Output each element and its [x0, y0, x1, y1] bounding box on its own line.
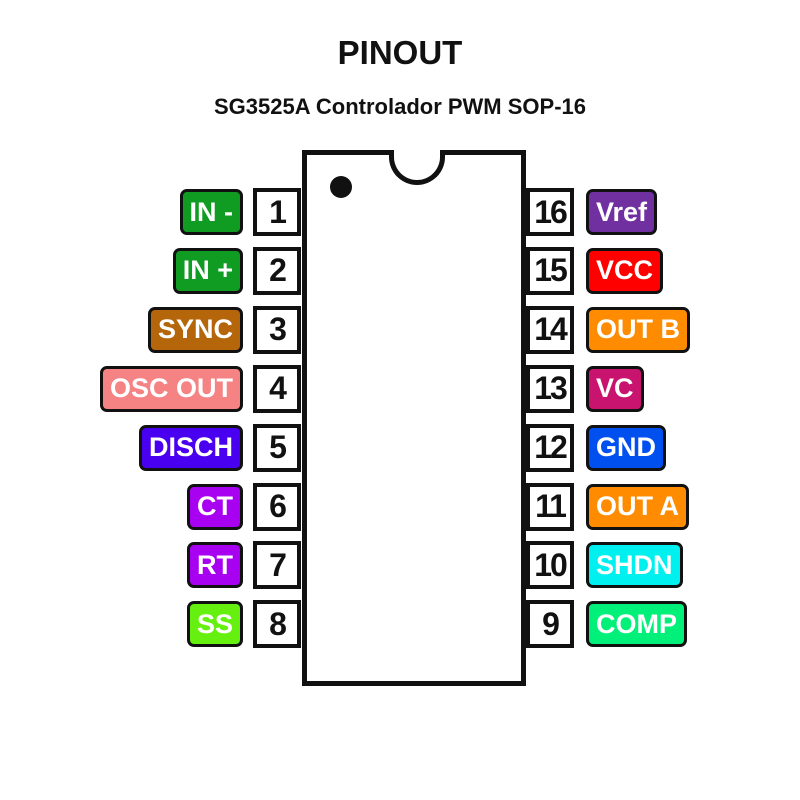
pin-label-5: DISCH: [138, 424, 243, 471]
pin-label-14: OUT B: [586, 306, 690, 353]
pin-number-9: 9: [526, 600, 574, 649]
pin-number-4: 4: [253, 364, 301, 413]
page-title: PINOUT: [337, 34, 463, 71]
pin-number-3: 3: [253, 305, 301, 354]
pin-number-12: 12: [526, 423, 574, 472]
pin-label-2: IN +: [172, 247, 243, 294]
pin-label-11: OUT A: [586, 483, 689, 530]
pin-label-15: VCC: [586, 247, 664, 294]
pin-label-9: COMP: [586, 601, 687, 648]
pin-label-4: OSC OUT: [99, 365, 243, 412]
pin-label-10: SHDN: [586, 542, 683, 589]
pin-label-6: CT: [187, 483, 243, 530]
pin-label-1: IN -: [179, 189, 243, 235]
pin-label-16: Vref: [586, 189, 658, 235]
pin-number-8: 8: [253, 600, 301, 649]
pin-number-1: 1: [253, 188, 301, 236]
pin-number-11: 11: [526, 482, 574, 531]
pin-label-8: SS: [186, 601, 243, 648]
pin-number-5: 5: [253, 423, 301, 472]
page-subtitle: SG3525A Controlador PWM SOP-16: [213, 94, 587, 119]
pin-label-13: VC: [586, 365, 644, 412]
pin-number-6: 6: [253, 482, 301, 531]
pin-label-3: SYNC: [147, 306, 243, 353]
pin-number-16: 16: [526, 188, 574, 236]
pin1-indicator-dot: [330, 176, 352, 198]
pin-number-10: 10: [526, 541, 574, 590]
pin-number-15: 15: [526, 246, 574, 295]
pin-number-2: 2: [253, 246, 301, 295]
pin-label-12: GND: [586, 424, 666, 471]
pin-number-13: 13: [526, 364, 574, 413]
ic-body: [302, 150, 526, 686]
pin-number-14: 14: [526, 305, 574, 354]
pin-number-7: 7: [253, 541, 301, 590]
pin-label-7: RT: [187, 542, 243, 589]
